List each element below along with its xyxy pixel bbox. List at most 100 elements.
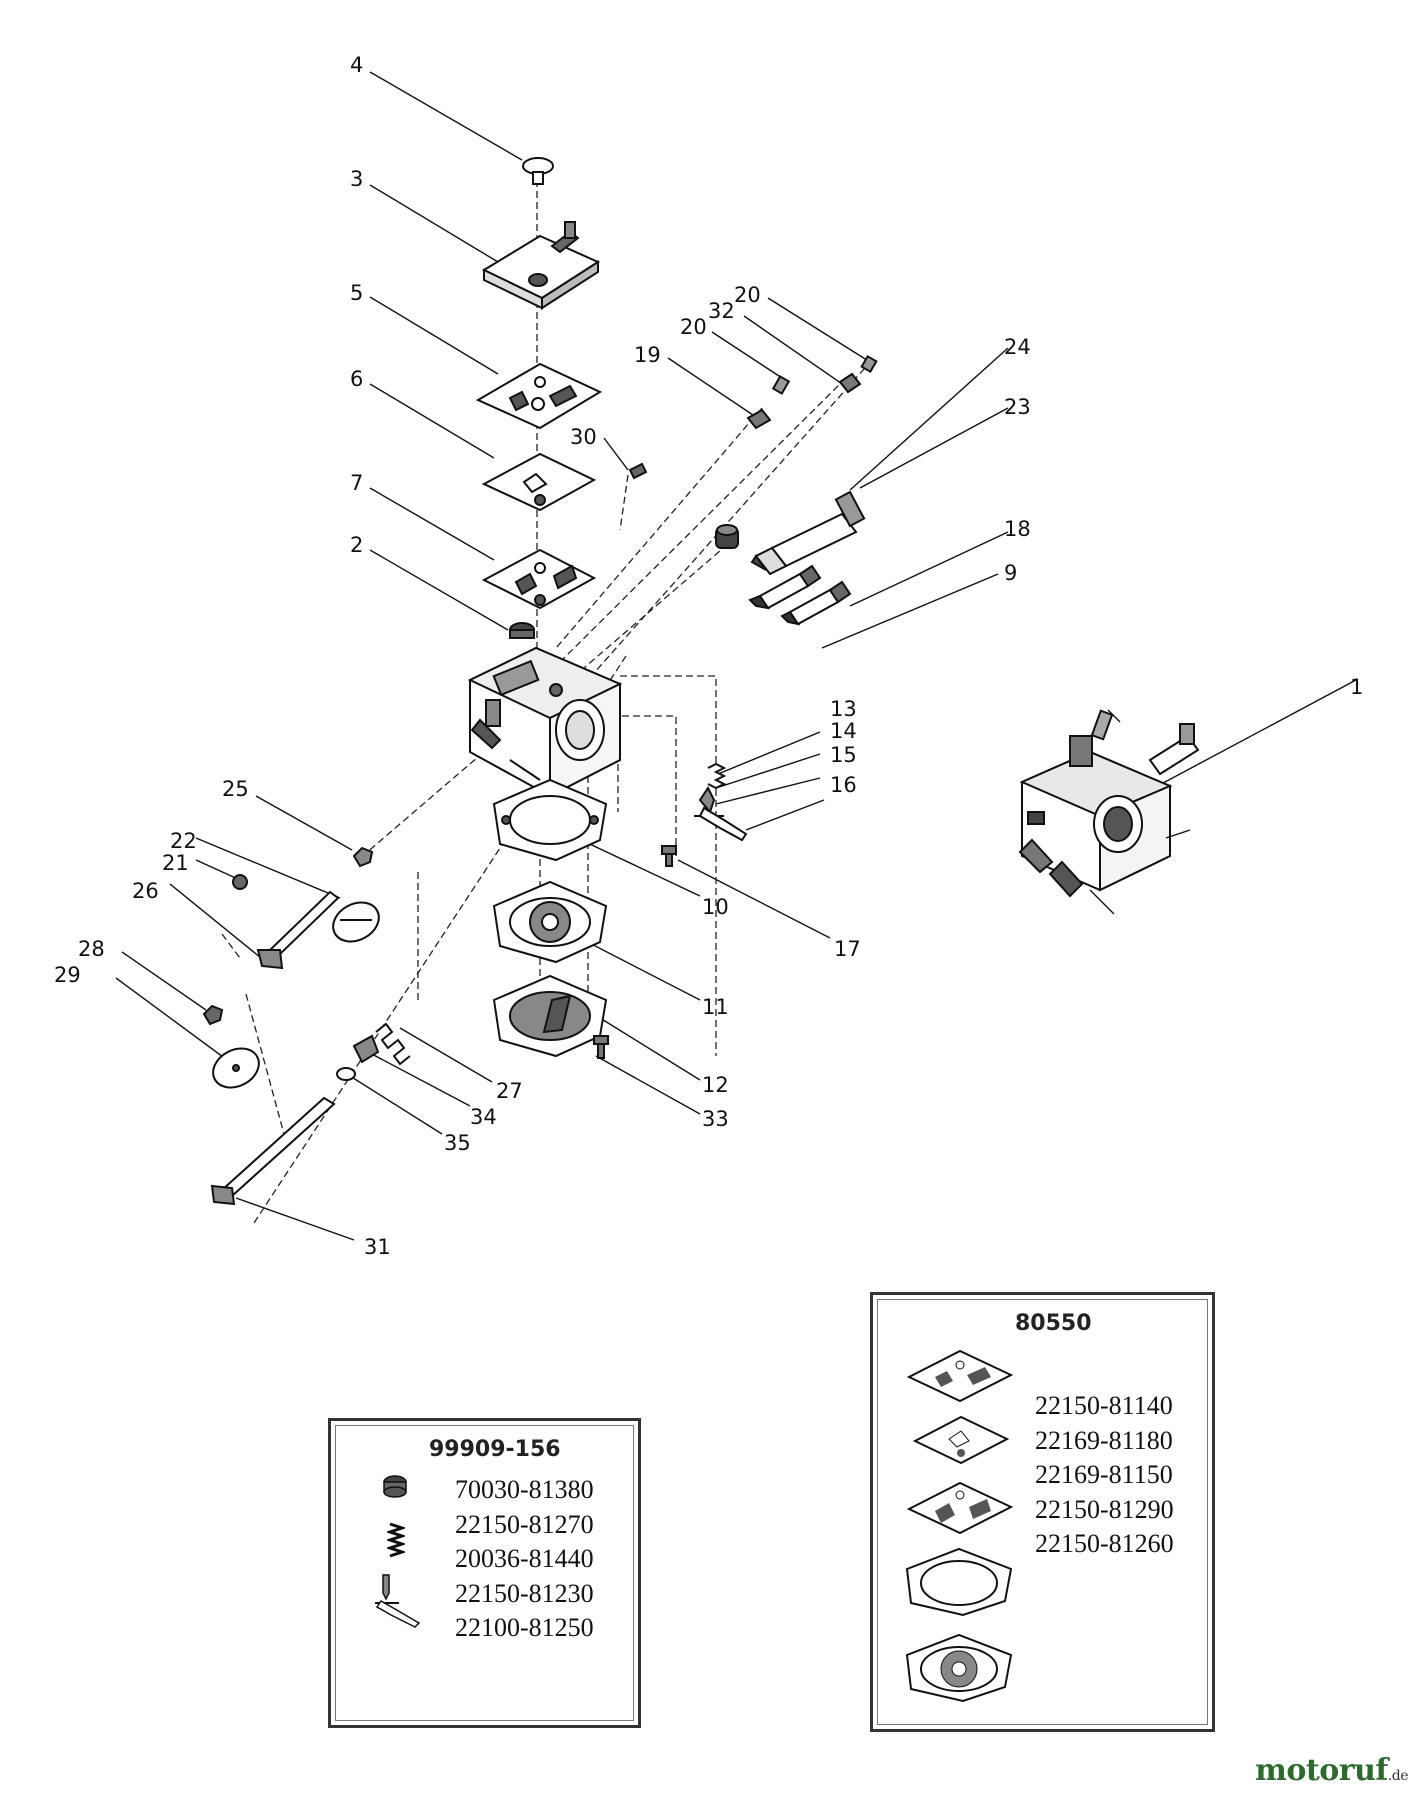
part-35-washer: [336, 1067, 356, 1081]
callout-label: 18: [1004, 517, 1031, 541]
part-34-lever: [352, 1034, 380, 1064]
kit-box-80550: 80550 22150-81140 22169-81180 22169-8115…: [870, 1292, 1215, 1732]
part-31-throttle-shaft: [210, 1096, 336, 1206]
kit-part-number: 20036-81440: [455, 1544, 594, 1573]
callout-label: 11: [702, 995, 729, 1019]
kit-part-number: 22100-81250: [455, 1613, 594, 1642]
callout-label: 6: [350, 367, 363, 391]
carburetor-body: [467, 646, 623, 798]
callout-label: 14: [830, 719, 857, 743]
part-23-fuel-needle: [750, 490, 866, 576]
part-10-gasket: [492, 778, 608, 862]
callout-label: 23: [1004, 395, 1031, 419]
callout-label: 19: [634, 343, 661, 367]
callout-label: 30: [570, 425, 597, 449]
callout-label: 1: [1350, 675, 1363, 699]
part-21-screw: [232, 874, 248, 890]
callout-label: 16: [830, 773, 857, 797]
part-28-screw: [202, 1004, 224, 1026]
part-14-needle: [698, 786, 716, 815]
callout-label: 34: [470, 1105, 497, 1129]
callout-label: 3: [350, 167, 363, 191]
callout-label: 20: [734, 283, 761, 307]
part-30-clip: [628, 462, 648, 480]
plate-gasket-icon: [906, 1349, 1014, 1403]
part-33-screw: [593, 1035, 609, 1059]
kit-parts-list: 70030-81380 22150-81270 20036-81440 2215…: [455, 1473, 594, 1646]
part-19-limiter-cap: [746, 408, 772, 430]
part-18-adjusting-screw: [748, 564, 822, 610]
callout-label: 10: [702, 895, 729, 919]
kit-part-number: 22169-81180: [1035, 1425, 1173, 1455]
part-32-limiter-cap: [838, 372, 862, 394]
part-20-pin: [771, 375, 791, 395]
callout-label: 21: [162, 851, 189, 875]
part-6-gasket: [481, 452, 597, 512]
part-29-throttle-plate: [212, 1047, 260, 1089]
callout-label: 35: [444, 1131, 471, 1155]
diaphragm-icon: [905, 1633, 1013, 1703]
leader-lines: [115, 71, 1357, 1241]
kit-part-number: 22150-81290: [1035, 1494, 1174, 1524]
kit-part-number: 22150-81260: [1035, 1529, 1174, 1558]
callout-label: 15: [830, 743, 857, 767]
callout-label: 24: [1004, 335, 1031, 359]
diaphragm-gasket-icon: [905, 1547, 1013, 1617]
callout-label: 2: [350, 533, 363, 557]
part-25-nut: [352, 846, 374, 868]
callout-label: 4: [350, 53, 363, 77]
part-2-screen: [509, 622, 535, 639]
callout-label: 28: [78, 937, 105, 961]
part-1-detail-lines: [1089, 709, 1191, 915]
part-7-gasket: [481, 548, 597, 610]
kit-part-number: 70030-81380: [455, 1475, 594, 1504]
watermark-suffix: .de: [1387, 1768, 1409, 1784]
kit-part-number: 22150-81270: [455, 1509, 594, 1539]
callout-label: 20: [680, 315, 707, 339]
kit-title: 80550: [1015, 1311, 1092, 1336]
part-1-carburetor-assembly: [1018, 709, 1200, 898]
part-17-screw: [661, 845, 677, 867]
callout-label: 5: [350, 281, 363, 305]
callout-label: 12: [702, 1073, 729, 1097]
kit-title: 99909-156: [429, 1437, 561, 1462]
part-4-screw: [522, 157, 554, 185]
part-27-spring: [375, 1022, 411, 1066]
part-5-gasket: [475, 362, 603, 430]
part-13-spring: [707, 762, 727, 790]
needle-valve-icon: [375, 1574, 421, 1628]
callout-labels: 4 3 5 6 7 2 19 20 32 20 24 30 23 18 9 1 …: [54, 53, 1363, 1259]
plate-gasket-icon: [912, 1415, 1010, 1465]
part-22-choke-plate: [332, 901, 380, 943]
kit-parts-list: 22150-81140 22169-81180 22169-81150 2215…: [1035, 1389, 1174, 1562]
part-9-adjusting-screw: [780, 580, 852, 626]
plate-gasket-icon: [906, 1481, 1014, 1535]
part-26-choke-shaft: [256, 890, 340, 970]
part-12-pump-body-cover: [492, 974, 608, 1058]
kit-part-number: 22150-81140: [1035, 1391, 1173, 1420]
callout-label: 9: [1004, 561, 1017, 585]
callout-label: 33: [702, 1107, 729, 1131]
part-3-pump-cover: [481, 221, 601, 310]
watermark: motoruf.de: [1255, 1753, 1408, 1788]
callout-label: 29: [54, 963, 81, 987]
callout-label: 32: [708, 299, 735, 323]
callout-label: 7: [350, 471, 363, 495]
part-20b-pin: [860, 354, 878, 374]
seat-icon: [383, 1475, 407, 1498]
part-11-diaphragm: [492, 880, 608, 964]
kit-part-number: 22169-81150: [1035, 1460, 1173, 1489]
callout-label: 17: [834, 937, 861, 961]
callout-label: 13: [830, 697, 857, 721]
callout-label: 26: [132, 879, 159, 903]
callout-label: 22: [170, 829, 197, 853]
watermark-brand: motoruf: [1255, 1753, 1388, 1788]
kit-box-99909-156: 99909-156 70030-81380 22150-81270 20036-…: [328, 1418, 641, 1728]
callout-label: 31: [364, 1235, 391, 1259]
callout-label: 25: [222, 777, 249, 801]
callout-label: 27: [496, 1079, 523, 1103]
part-16-lever: [698, 806, 748, 842]
spring-icon: [387, 1522, 405, 1558]
part-24-plug: [715, 524, 739, 549]
